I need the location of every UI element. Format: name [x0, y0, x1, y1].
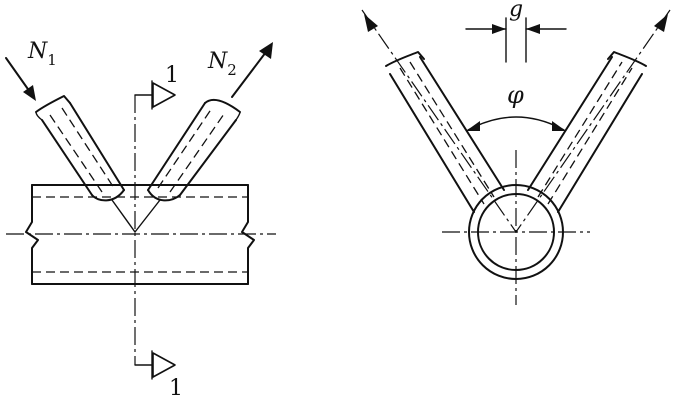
- left-brace-axis: [111, 199, 136, 233]
- gap-dimension: [465, 17, 567, 63]
- force-label-n2: N2: [207, 49, 237, 79]
- section-marker-top: 1: [134, 63, 179, 110]
- force-arrow-n2: [231, 42, 273, 98]
- section-label-top: 1: [165, 63, 179, 88]
- angle-arrow-left: [466, 121, 480, 131]
- right-brace-axis: [134, 199, 161, 233]
- gap-label: g: [509, 0, 523, 22]
- left-axis-arrowhead: [364, 14, 378, 32]
- right-brace: [147, 99, 241, 202]
- angle-arrow-right: [552, 121, 566, 131]
- angle-arc: [467, 116, 565, 131]
- right-axis-arrowhead: [654, 14, 668, 32]
- side-view: 1 1 N1 N2: [5, 39, 276, 401]
- left-brace: [35, 95, 125, 202]
- force-arrow-n1: [5, 57, 36, 101]
- chord-member: [25, 184, 255, 285]
- left-brace-section-axis: [361, 9, 517, 233]
- section-label-bottom: 1: [169, 376, 183, 401]
- section-left-brace: [385, 51, 505, 213]
- angle-label: φ: [507, 81, 524, 109]
- section-marker-bottom: 1: [134, 350, 183, 401]
- right-brace-section-axis: [515, 9, 671, 233]
- section-right-brace: [527, 51, 647, 213]
- section-view: φ g: [361, 0, 671, 305]
- force-label-n1: N1: [27, 39, 57, 69]
